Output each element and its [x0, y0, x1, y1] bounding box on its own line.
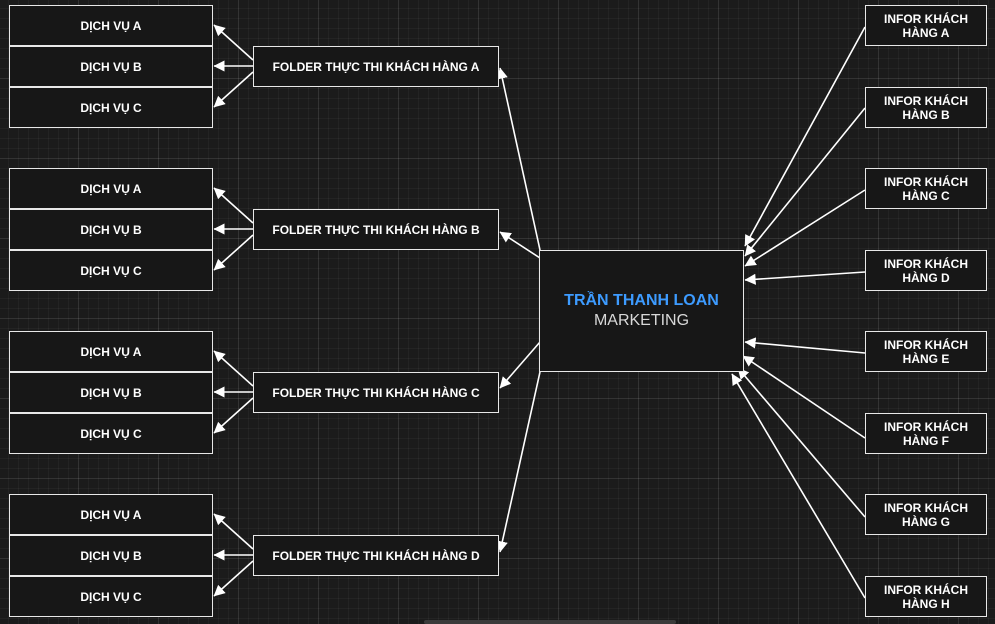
info-to-center-arrow	[744, 271, 866, 285]
service-label: DỊCH VỤ A	[80, 181, 142, 196]
info-to-center-arrow	[737, 367, 866, 518]
customer-info-node[interactable]: INFOR KHÁCH HÀNG D	[865, 250, 987, 291]
service-node[interactable]: DỊCH VỤ B	[9, 535, 213, 576]
customer-info-node[interactable]: INFOR KHÁCH HÀNG C	[865, 168, 987, 209]
customer-info-label: INFOR KHÁCH HÀNG F	[884, 419, 968, 448]
customer-info-label: INFOR KHÁCH HÀNG D	[884, 256, 968, 285]
service-label: DỊCH VỤ B	[80, 385, 142, 400]
service-node[interactable]: DỊCH VỤ B	[9, 372, 213, 413]
customer-info-node[interactable]: INFOR KHÁCH HÀNG B	[865, 87, 987, 128]
service-label: DỊCH VỤ C	[80, 263, 142, 278]
folder-label: FOLDER THỰC THI KHÁCH HÀNG B	[272, 222, 480, 237]
folder-to-service-arrow	[213, 24, 254, 61]
customer-info-label: INFOR KHÁCH HÀNG B	[884, 93, 968, 122]
service-label: DỊCH VỤ C	[80, 426, 142, 441]
folder-to-service-arrow	[213, 187, 254, 224]
info-to-center-arrow	[744, 26, 866, 247]
service-node[interactable]: DỊCH VỤ B	[9, 209, 213, 250]
service-label: DỊCH VỤ A	[80, 344, 142, 359]
service-label: DỊCH VỤ B	[80, 548, 142, 563]
folder-to-service-arrow	[213, 350, 254, 387]
center-name: TRẦN THANH LOAN	[564, 292, 719, 309]
customer-info-label: INFOR KHÁCH HÀNG A	[884, 11, 968, 40]
service-node[interactable]: DỊCH VỤ A	[9, 494, 213, 535]
service-node[interactable]: DỊCH VỤ B	[9, 46, 213, 87]
service-label: DỊCH VỤ A	[80, 18, 142, 33]
service-label: DỊCH VỤ B	[80, 222, 142, 237]
customer-info-node[interactable]: INFOR KHÁCH HÀNG H	[865, 576, 987, 617]
customer-info-label: INFOR KHÁCH HÀNG H	[884, 582, 968, 611]
customer-info-node[interactable]: INFOR KHÁCH HÀNG F	[865, 413, 987, 454]
center-to-folder-arrow	[496, 67, 541, 251]
folder-node[interactable]: FOLDER THỰC THI KHÁCH HÀNG C	[253, 372, 499, 413]
folder-node[interactable]: FOLDER THỰC THI KHÁCH HÀNG A	[253, 46, 499, 87]
service-node[interactable]: DỊCH VỤ A	[9, 168, 213, 209]
folder-label: FOLDER THỰC THI KHÁCH HÀNG A	[272, 59, 480, 74]
service-label: DỊCH VỤ A	[80, 507, 142, 522]
center-to-folder-arrow	[499, 341, 541, 389]
folder-to-service-arrow	[213, 513, 254, 550]
info-to-center-arrow	[744, 189, 866, 267]
info-to-center-arrow	[744, 107, 866, 257]
folder-node[interactable]: FOLDER THỰC THI KHÁCH HÀNG B	[253, 209, 499, 250]
service-node[interactable]: DỊCH VỤ A	[9, 331, 213, 372]
center-node[interactable]: TRẦN THANH LOAN MARKETING	[539, 250, 744, 372]
folder-to-service-arrow	[213, 397, 254, 434]
service-node[interactable]: DỊCH VỤ C	[9, 413, 213, 454]
info-to-center-arrow	[744, 337, 866, 354]
info-to-center-arrow	[742, 355, 866, 439]
service-node[interactable]: DỊCH VỤ C	[9, 250, 213, 291]
customer-info-node[interactable]: INFOR KHÁCH HÀNG A	[865, 5, 987, 46]
center-to-folder-arrow	[496, 371, 541, 553]
horizontal-scrollbar[interactable]	[424, 620, 676, 624]
folder-to-service-arrow	[213, 234, 254, 271]
folder-to-service-arrow	[213, 560, 254, 597]
customer-info-node[interactable]: INFOR KHÁCH HÀNG E	[865, 331, 987, 372]
folder-label: FOLDER THỰC THI KHÁCH HÀNG D	[272, 548, 480, 563]
info-to-center-arrow	[731, 373, 866, 599]
service-node[interactable]: DỊCH VỤ C	[9, 576, 213, 617]
folder-label: FOLDER THỰC THI KHÁCH HÀNG C	[272, 385, 480, 400]
service-label: DỊCH VỤ C	[80, 100, 142, 115]
customer-info-label: INFOR KHÁCH HÀNG C	[884, 174, 968, 203]
folder-node[interactable]: FOLDER THỰC THI KHÁCH HÀNG D	[253, 535, 499, 576]
service-node[interactable]: DỊCH VỤ C	[9, 87, 213, 128]
service-node[interactable]: DỊCH VỤ A	[9, 5, 213, 46]
folder-to-service-arrow	[213, 71, 254, 108]
center-role: MARKETING	[593, 312, 690, 329]
customer-info-label: INFOR KHÁCH HÀNG E	[884, 337, 968, 366]
service-label: DỊCH VỤ C	[80, 589, 142, 604]
customer-info-node[interactable]: INFOR KHÁCH HÀNG G	[865, 494, 987, 535]
service-label: DỊCH VỤ B	[80, 59, 142, 74]
center-to-folder-arrow	[499, 231, 541, 259]
customer-info-label: INFOR KHÁCH HÀNG G	[884, 500, 968, 529]
